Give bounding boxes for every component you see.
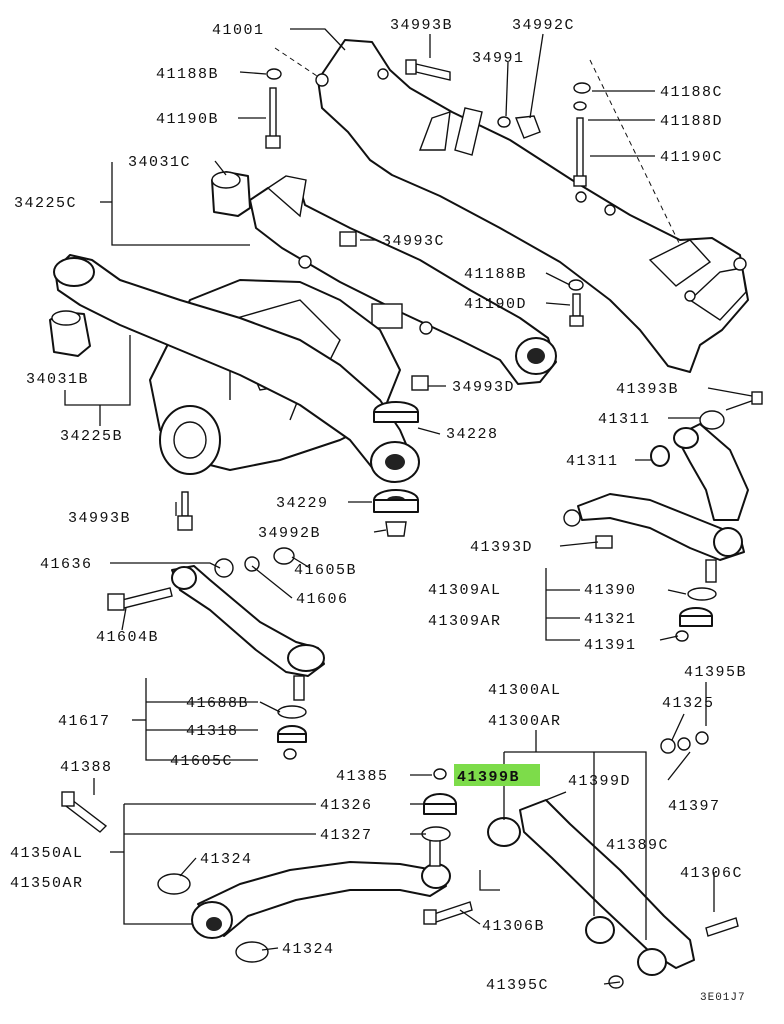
label-41688B[interactable]: 41688B — [186, 695, 249, 712]
label-41311-b[interactable]: 41311 — [566, 453, 619, 470]
label-41388[interactable]: 41388 — [60, 759, 113, 776]
label-41393D[interactable]: 41393D — [470, 539, 533, 556]
label-41390[interactable]: 41390 — [584, 582, 637, 599]
label-41324-b[interactable]: 41324 — [282, 941, 335, 958]
lateral-arm-41617-drawing — [107, 547, 325, 760]
label-41188B-top[interactable]: 41188B — [156, 66, 219, 83]
lower-arm-41300-drawing — [433, 731, 739, 989]
label-41393B[interactable]: 41393B — [616, 381, 679, 398]
label-41325[interactable]: 41325 — [662, 695, 715, 712]
label-34225C[interactable]: 34225C — [14, 195, 77, 212]
diff-support-member-34225C-drawing — [249, 175, 557, 385]
label-41399B[interactable]: 41399B — [457, 769, 520, 786]
label-41395C[interactable]: 41395C — [486, 977, 549, 994]
diagram-code: 3E01J7 — [700, 992, 746, 1004]
label-34993D[interactable]: 34993D — [452, 379, 515, 396]
label-41318[interactable]: 41318 — [186, 723, 239, 740]
label-41190D[interactable]: 41190D — [464, 296, 527, 313]
label-41324-a[interactable]: 41324 — [200, 851, 253, 868]
rear-crossmember-drawing — [274, 39, 749, 373]
label-41605C[interactable]: 41605C — [170, 753, 233, 770]
label-41350AL[interactable]: 41350AL — [10, 845, 84, 862]
label-34031C[interactable]: 34031C — [128, 154, 191, 171]
label-34228[interactable]: 34228 — [446, 426, 499, 443]
label-41190B[interactable]: 41190B — [156, 111, 219, 128]
label-41306B[interactable]: 41306B — [482, 918, 545, 935]
label-41389C[interactable]: 41389C — [606, 837, 669, 854]
label-41350AR[interactable]: 41350AR — [10, 875, 84, 892]
label-41321[interactable]: 41321 — [584, 611, 637, 628]
bushing-34031B-drawing — [49, 310, 91, 357]
label-41399D[interactable]: 41399D — [568, 773, 631, 790]
label-41188B-mid[interactable]: 41188B — [464, 266, 527, 283]
label-41001[interactable]: 41001 — [212, 22, 265, 39]
label-41385[interactable]: 41385 — [336, 768, 389, 785]
label-34993B-low[interactable]: 34993B — [68, 510, 131, 527]
label-34229[interactable]: 34229 — [276, 495, 329, 512]
crossmember-fasteners-drawing — [265, 59, 591, 391]
label-41300AL[interactable]: 41300AL — [488, 682, 562, 699]
label-41327[interactable]: 41327 — [320, 827, 373, 844]
label-34993B[interactable]: 34993B — [390, 17, 453, 34]
label-41188C[interactable]: 41188C — [660, 84, 723, 101]
part-labels: 41001 34993B 34992C 41188B 34991 41188C … — [10, 17, 747, 1004]
label-41326[interactable]: 41326 — [320, 797, 373, 814]
lower-arm-41350-drawing — [61, 791, 473, 963]
label-41617[interactable]: 41617 — [58, 713, 111, 730]
label-41606[interactable]: 41606 — [296, 591, 349, 608]
label-41397[interactable]: 41397 — [668, 798, 721, 815]
label-41395B[interactable]: 41395B — [684, 664, 747, 681]
diff-mount-insulators-drawing — [177, 401, 419, 537]
label-34992B[interactable]: 34992B — [258, 525, 321, 542]
diff-support-member-34225B-drawing — [53, 254, 420, 483]
label-34992C[interactable]: 34992C — [512, 17, 575, 34]
label-41391[interactable]: 41391 — [584, 637, 637, 654]
label-41188D[interactable]: 41188D — [660, 113, 723, 130]
bushing-34031C-drawing — [211, 171, 251, 217]
label-41306C[interactable]: 41306C — [680, 865, 743, 882]
label-41309AR[interactable]: 41309AR — [428, 613, 502, 630]
label-34991[interactable]: 34991 — [472, 50, 525, 67]
label-34993C[interactable]: 34993C — [382, 233, 445, 250]
label-41311-a[interactable]: 41311 — [598, 411, 651, 428]
label-41300AR[interactable]: 41300AR — [488, 713, 562, 730]
label-41309AL[interactable]: 41309AL — [428, 582, 502, 599]
upper-arm-assembly-drawing — [563, 391, 763, 642]
highlight-41399B — [454, 764, 540, 786]
label-41636[interactable]: 41636 — [40, 556, 93, 573]
label-34031B[interactable]: 34031B — [26, 371, 89, 388]
label-41604B[interactable]: 41604B — [96, 629, 159, 646]
label-41605B[interactable]: 41605B — [294, 562, 357, 579]
label-34225B[interactable]: 34225B — [60, 428, 123, 445]
leader-lines — [64, 28, 753, 985]
label-41190C[interactable]: 41190C — [660, 149, 723, 166]
